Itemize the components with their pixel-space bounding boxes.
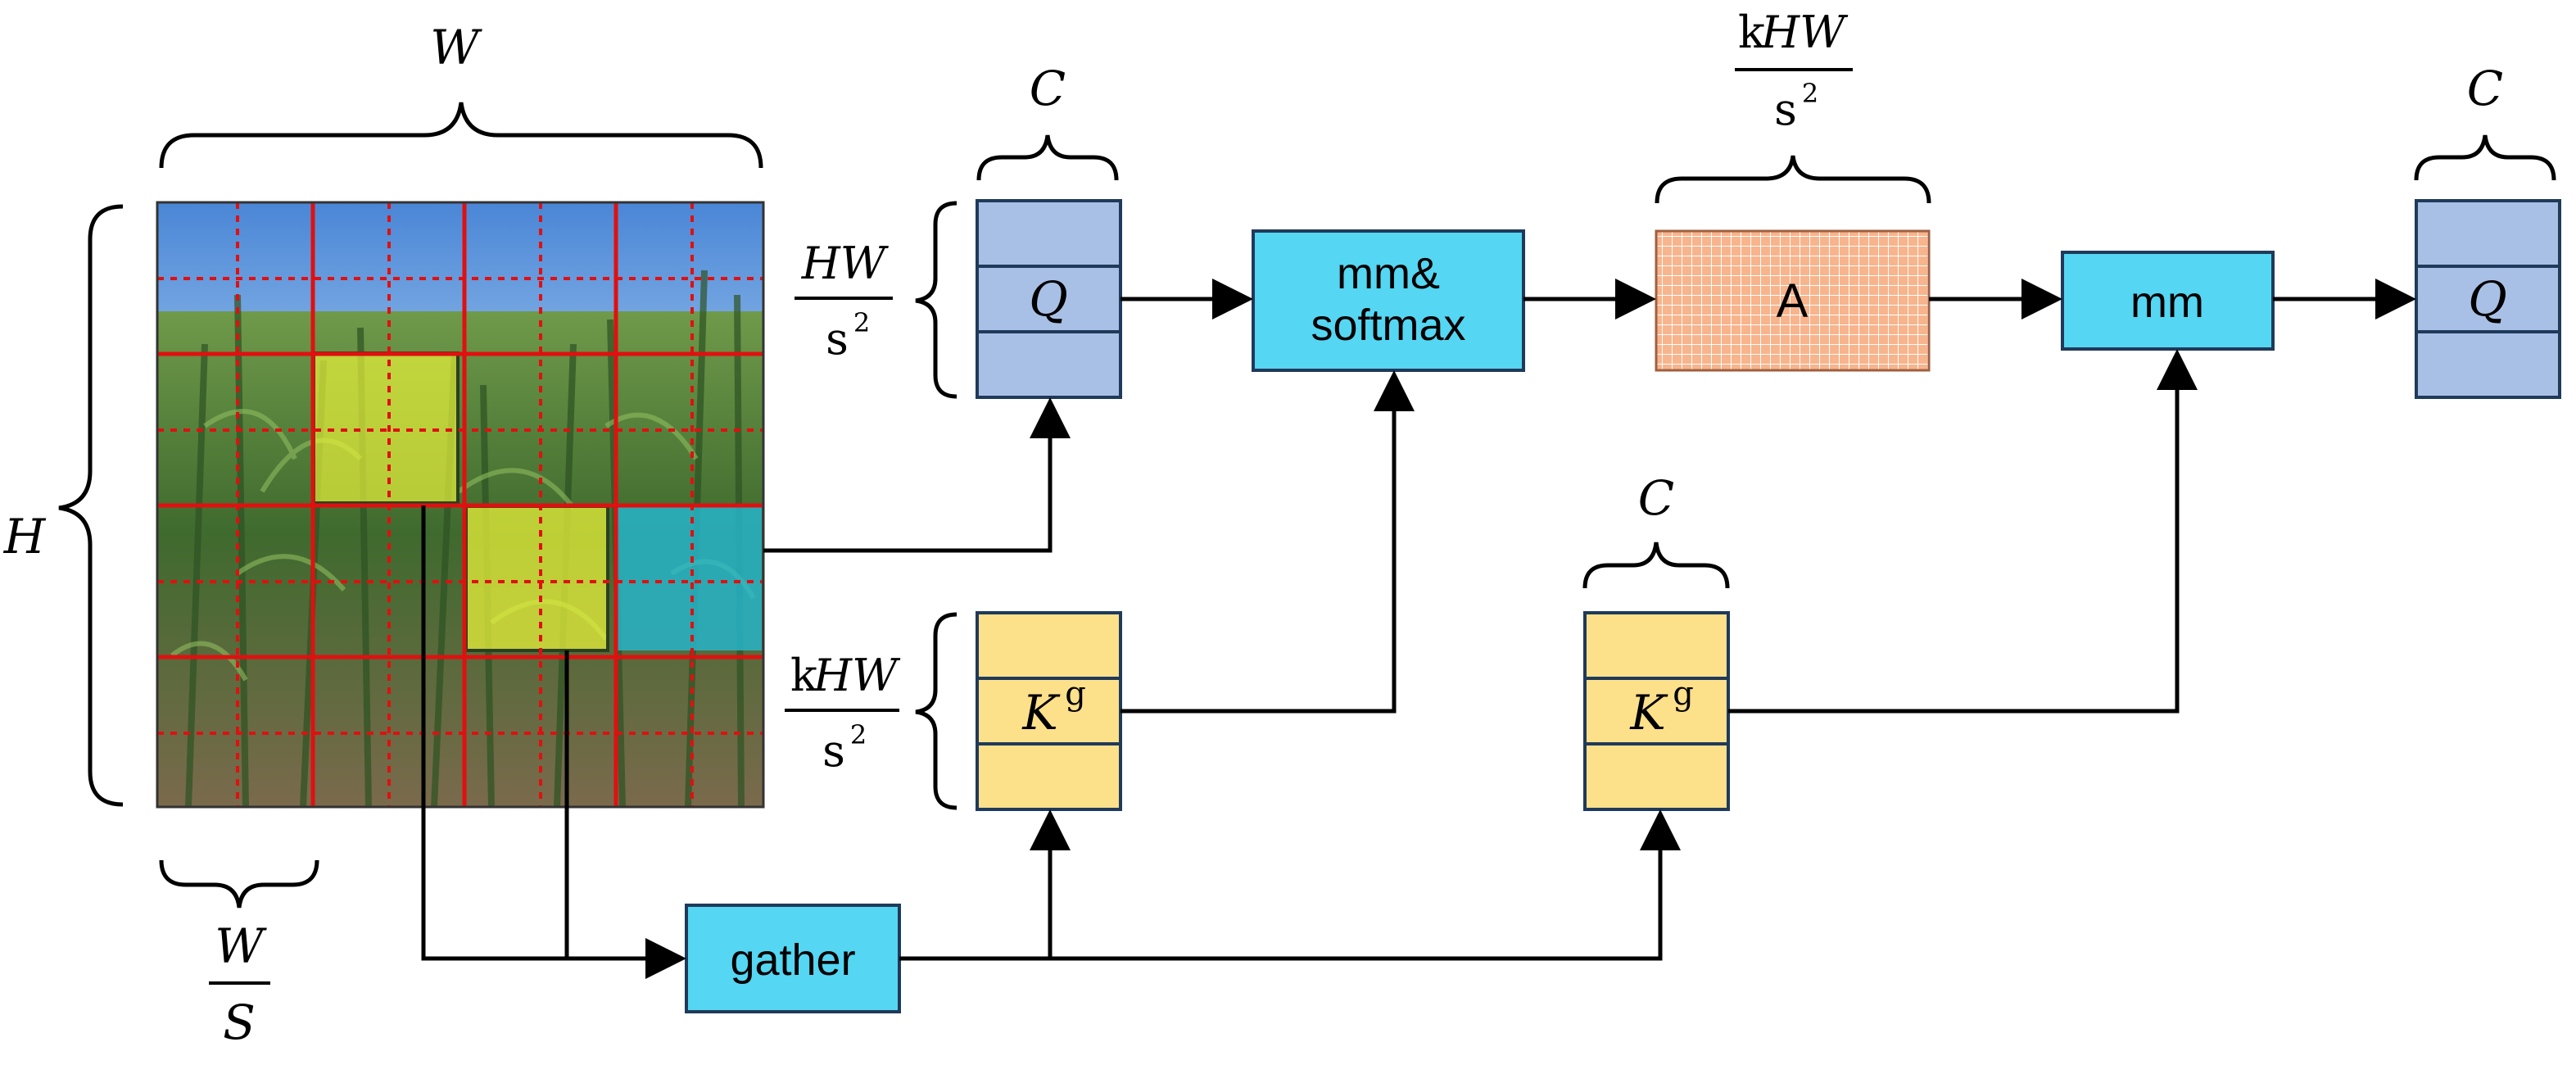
k-gathered-2-superscript: g: [1673, 675, 1694, 713]
query-region-highlight: [616, 506, 762, 650]
window-width-denominator: S: [223, 995, 256, 1050]
out-channels-brace: [2414, 134, 2556, 181]
q-rows-fraction: HW s 2: [795, 238, 893, 365]
a-cols-exponent: 2: [1802, 78, 1818, 109]
attention-matrix-block: A: [1655, 229, 1931, 372]
line-region1-to-gather: [421, 505, 686, 979]
q-rows-brace: [915, 201, 958, 399]
q-input-label: Q: [1029, 271, 1068, 327]
k-gathered-2-label: K: [1629, 685, 1668, 741]
k-gathered-1-superscript: g: [1065, 675, 1086, 713]
grid-solid: [157, 202, 763, 807]
k-gathered-block-1: K g: [976, 611, 1122, 811]
k-rows-numerator-k: k: [790, 650, 818, 701]
k-rows-denominator: s: [822, 725, 845, 777]
q-input-block: Q: [976, 199, 1122, 399]
arrow-k1-to-mm-softmax: [1120, 370, 1415, 714]
tassel-highlight: [312, 351, 460, 505]
k-rows-exponent: 2: [850, 719, 867, 750]
gather-label: gather: [730, 936, 855, 985]
input-image-panel: [156, 201, 765, 809]
a-cols-numerator-k: k: [1738, 7, 1766, 58]
mm-softmax-line1: mm&: [1337, 249, 1440, 298]
image-width-brace: [159, 102, 763, 169]
connectors: [421, 279, 2416, 979]
window-width-brace: [159, 859, 319, 909]
image-height-brace: [58, 204, 124, 807]
k-channels-brace: [1582, 542, 1730, 589]
image-border: [156, 201, 765, 809]
attention-matrix-label: A: [1777, 274, 1809, 328]
a-cols-fraction: k HW s 2: [1735, 7, 1853, 135]
q-channels-label: C: [1030, 61, 1066, 116]
image-width-label: W: [430, 20, 482, 75]
window-width-fraction: W S: [209, 918, 270, 1050]
mm-softmax-op: mm& softmax: [1252, 229, 1525, 372]
k-rows-numerator: HW: [813, 650, 901, 701]
window-width-numerator: W: [215, 918, 267, 974]
a-cols-numerator: HW: [1760, 7, 1849, 58]
out-channels-label: C: [2467, 61, 2503, 116]
a-cols-brace: [1655, 155, 1931, 204]
arrow-k2-to-mm: [1728, 349, 2198, 714]
q-rows-numerator: HW: [801, 238, 890, 289]
mm-softmax-line2: softmax: [1311, 301, 1465, 350]
k-rows-fraction: k HW s 2: [785, 650, 901, 777]
arrow-gather-to-k1: [899, 809, 1681, 961]
mm-op: mm: [2061, 251, 2275, 351]
arrow-image-to-q: [763, 397, 1071, 553]
k-rows-brace: [915, 612, 958, 810]
k-gathered-1-label: K: [1021, 685, 1061, 741]
q-output-block: Q: [2415, 199, 2561, 399]
mm-label: mm: [2130, 278, 2204, 327]
a-cols-denominator: s: [1774, 84, 1797, 135]
center-highlight: [464, 505, 609, 652]
image-height-label: H: [3, 509, 47, 564]
q-output-label: Q: [2468, 271, 2507, 327]
gather-op: gather: [685, 904, 901, 1013]
q-channels-brace: [976, 134, 1119, 181]
q-rows-denominator: s: [826, 313, 849, 365]
k-gathered-block-2: K g: [1583, 611, 1730, 811]
k-channels-label: C: [1638, 470, 1674, 526]
q-rows-exponent: 2: [853, 307, 870, 338]
